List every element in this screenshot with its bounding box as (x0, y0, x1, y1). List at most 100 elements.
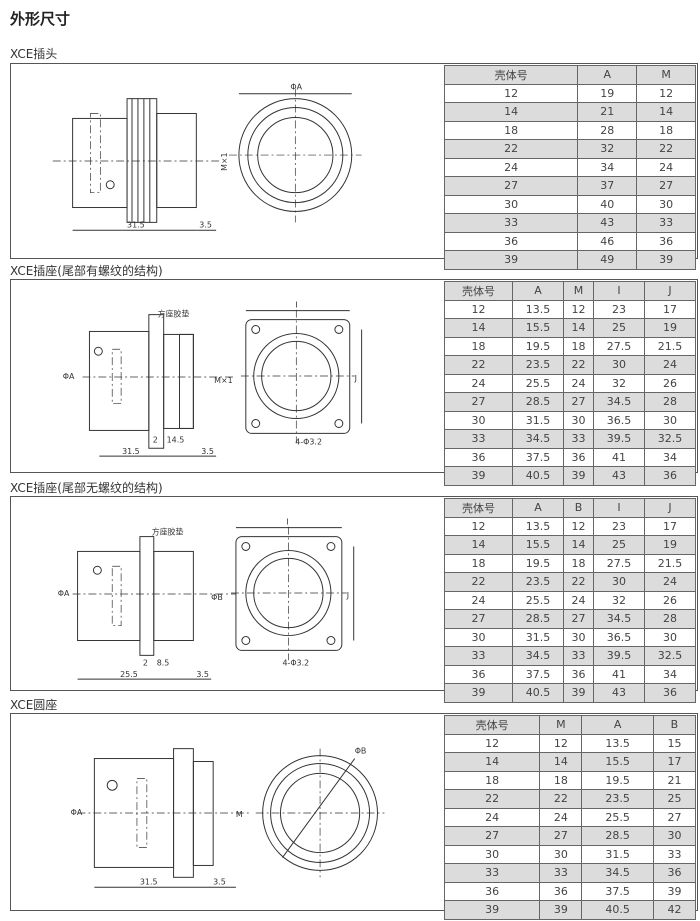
table-cell: 34 (644, 664, 696, 684)
table-cell: 36 (652, 863, 697, 883)
table-cell: 40.5 (581, 900, 654, 920)
table-cell: 33 (563, 429, 594, 449)
table-cell: 23.5 (581, 789, 654, 809)
table-cell: 46 (577, 231, 638, 251)
table-cell: 25 (593, 535, 645, 555)
dim-tail: 3.5 (199, 220, 212, 229)
section-label-unthreaded-socket: XCE插座(尾部无螺纹的结构) (10, 481, 163, 495)
table-cell: 33 (563, 646, 594, 666)
table-cell: 31.5 (581, 844, 654, 864)
dim-i: I (286, 518, 288, 527)
dim-diameter-b: ΦB (211, 593, 223, 602)
table-cell: 30 (644, 627, 696, 647)
table-cell: 14 (443, 102, 579, 122)
table-cell: 32.5 (644, 429, 696, 449)
column-header: M (636, 65, 696, 85)
table-cell: 22 (563, 572, 594, 592)
table-cell: 14 (444, 318, 513, 338)
table-cell: 24 (563, 373, 594, 393)
section-label-threaded-socket: XCE插座(尾部有螺纹的结构) (10, 264, 163, 278)
table-cell: 36 (563, 664, 594, 684)
dim-length: 31.5 (122, 447, 140, 456)
table-cell: 26 (644, 373, 696, 393)
table-cell: 24 (443, 807, 541, 827)
dim-length: 25.5 (120, 670, 138, 679)
table-cell: 36 (644, 466, 696, 486)
column-header: I (593, 498, 645, 518)
table-cell: 30 (444, 410, 513, 430)
table-cell: 18 (563, 336, 594, 356)
table-cell: 17 (644, 516, 696, 536)
dim-i: I (295, 301, 297, 310)
table-cell: 30 (443, 194, 579, 214)
table-cell: 22 (539, 789, 583, 809)
table-cell: 25 (652, 789, 697, 809)
column-header: A (512, 498, 564, 518)
table-cell: 27 (443, 826, 541, 846)
table-cell: 37 (577, 176, 638, 196)
table-cell: 34 (577, 157, 638, 177)
table-cell: 33 (443, 863, 541, 883)
table-cell: 19.5 (581, 770, 654, 790)
table-cell: 28 (644, 392, 696, 412)
table-cell: 14 (563, 318, 594, 338)
table-cell: 21 (652, 770, 697, 790)
table-cell: 36.5 (593, 410, 645, 430)
table-cell: 25 (593, 318, 645, 338)
table-cell: 21 (577, 102, 638, 122)
table-cell: 17 (652, 752, 697, 772)
table-cell: 34.5 (593, 609, 645, 629)
table-cell: 22 (636, 139, 696, 159)
table-cell: 24 (444, 590, 513, 610)
table-cell: 34.5 (581, 863, 654, 883)
table-cell: 28.5 (512, 392, 564, 412)
table-cell: 19.5 (512, 336, 564, 356)
table-cell: 13.5 (512, 299, 564, 319)
table-cell: 30 (443, 844, 541, 864)
table-cell: 25.5 (512, 373, 564, 393)
table-cell: 12 (444, 299, 513, 319)
table-cell: 39 (443, 250, 579, 270)
table-cell: 28.5 (581, 826, 654, 846)
table-cell: 39 (652, 881, 697, 901)
dim-diameter-a: ΦA (58, 589, 70, 598)
unthreaded-socket-drawing: 方座胶垫 ΦA ΦB 2 8.5 25.5 3.5 I J 4-Φ3.2 (58, 518, 355, 680)
dim-length: 31.5 (140, 877, 158, 886)
table-cell: 39 (444, 466, 513, 486)
table-cell: 22 (444, 572, 513, 592)
table-cell: 14 (443, 752, 541, 772)
column-header: 壳体号 (443, 715, 541, 735)
column-header: J (644, 498, 696, 518)
table-cell: 12 (539, 733, 583, 753)
table-cell: 27 (443, 176, 579, 196)
gasket-label: 方座胶垫 (152, 527, 184, 537)
plug-drawing: 31.5 3.5 M×1 ΦA (52, 83, 362, 231)
table-cell: 33 (539, 863, 583, 883)
table-cell: 23 (593, 299, 645, 319)
column-header: B (652, 715, 697, 735)
